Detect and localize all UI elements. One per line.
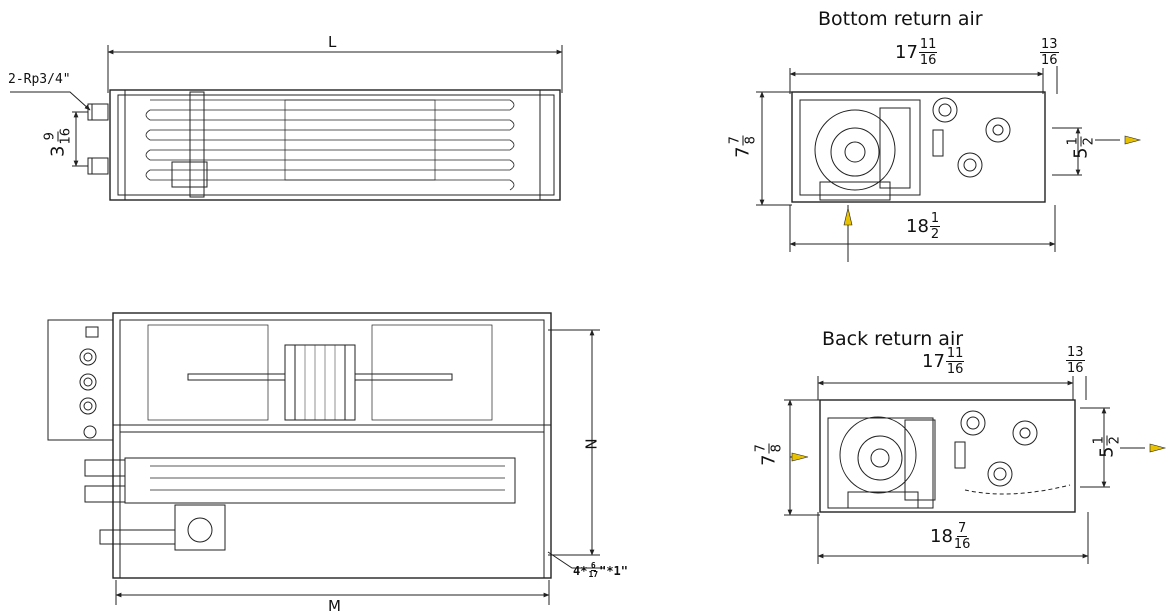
airflow-arrow-icon (791, 443, 1167, 462)
back-return-side-view (784, 376, 1145, 564)
back-return-air-title: Back return air (822, 328, 964, 350)
pipe-callout: 2-Rp3/4" (8, 72, 71, 87)
unit-body-top (109, 89, 561, 201)
fan-blower-icon (284, 344, 356, 421)
bottom-view (47, 312, 605, 605)
top-view (10, 45, 563, 201)
airflow-arrow-icon (843, 135, 1142, 226)
dimension-label-M: M (328, 597, 341, 615)
electrical-box-icon (47, 319, 114, 441)
coil-tubes (145, 99, 515, 191)
dimension-label-N: N (582, 438, 601, 450)
bottom-return-air-title: Bottom return air (818, 8, 983, 30)
unit-body-bottom (112, 312, 552, 579)
pipe-connector-icon (87, 103, 109, 175)
dimension-label-L: L (328, 33, 337, 51)
